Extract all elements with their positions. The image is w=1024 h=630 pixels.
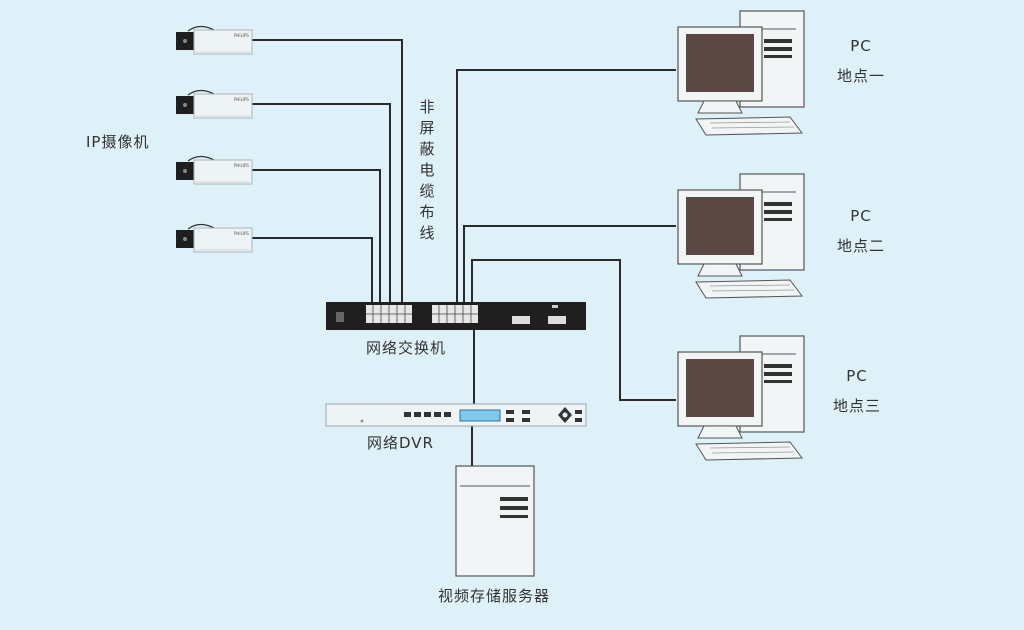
storage-server-label: 视频存储服务器 bbox=[438, 587, 551, 605]
camera-brand-text: PHILIPS bbox=[234, 33, 249, 38]
storage-server-tower bbox=[455, 465, 535, 577]
pc-2-name: PC bbox=[850, 207, 872, 225]
ip-camera-4 bbox=[175, 223, 253, 253]
network-switch bbox=[326, 302, 586, 330]
ip-camera-3 bbox=[175, 155, 253, 185]
ip-camera-label: IP摄像机 bbox=[86, 133, 150, 151]
pc-1-location: 地点一 bbox=[836, 67, 885, 85]
pc-3-location: 地点三 bbox=[832, 397, 881, 415]
pc-2-location: 地点二 bbox=[836, 237, 885, 255]
pc-3-workstation bbox=[677, 335, 805, 461]
ip-camera-1 bbox=[175, 25, 253, 55]
pc-1-label: PC 地点一 bbox=[826, 31, 896, 91]
pc-2-label: PC 地点二 bbox=[826, 201, 896, 261]
camera-brand-text: PHILIPS bbox=[234, 97, 249, 102]
cabling-lines bbox=[252, 39, 676, 468]
network-dvr bbox=[325, 403, 587, 427]
switch-label: 网络交换机 bbox=[366, 339, 447, 357]
pc-1-workstation bbox=[677, 10, 805, 136]
camera-brand-text: PHILIPS bbox=[234, 231, 249, 236]
pc-2-workstation bbox=[677, 173, 805, 299]
dvr-label: 网络DVR bbox=[367, 434, 434, 452]
pc-1-name: PC bbox=[850, 37, 872, 55]
cabling-label: 非屏蔽电缆布线 bbox=[419, 98, 435, 242]
pc-3-label: PC 地点三 bbox=[822, 361, 892, 421]
pc-3-name: PC bbox=[846, 367, 868, 385]
ip-camera-2 bbox=[175, 89, 253, 119]
camera-brand-text: PHILIPS bbox=[234, 163, 249, 168]
